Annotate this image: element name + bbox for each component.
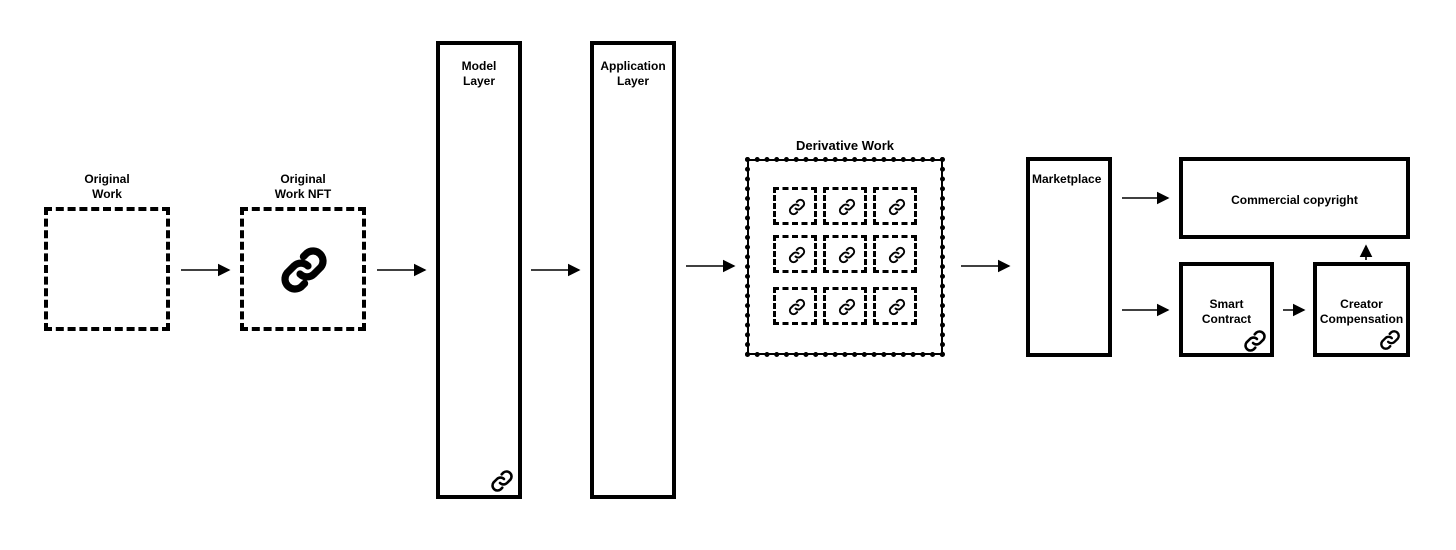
derivative-tile <box>773 187 817 225</box>
application-layer-box: Application Layer <box>590 41 676 499</box>
model-layer-label: Model Layer <box>461 59 497 88</box>
derivative-tile <box>773 235 817 273</box>
commercial-copyright-label: Commercial copyright <box>1231 193 1358 207</box>
derivative-tile <box>873 235 917 273</box>
original-work-nft-label: Original Work NFT <box>274 172 332 201</box>
original-work-label: Original Work <box>84 172 130 201</box>
derivative-tile <box>773 287 817 325</box>
application-layer-label: Application Layer <box>600 59 666 88</box>
smart-contract-label: Smart Contract <box>1201 297 1252 326</box>
original-work-nft-box <box>240 207 366 331</box>
marketplace-label: Marketplace <box>1032 172 1102 186</box>
derivative-tile <box>823 235 867 273</box>
derivative-work-box <box>745 157 945 357</box>
derivative-tile <box>823 187 867 225</box>
derivative-tile <box>873 287 917 325</box>
derivative-tile <box>823 287 867 325</box>
original-work-box <box>44 207 170 331</box>
commercial-copyright-box: Commercial copyright <box>1179 157 1410 239</box>
marketplace-box: Marketplace <box>1026 157 1112 357</box>
derivative-tile <box>873 187 917 225</box>
derivative-work-label: Derivative Work <box>795 138 895 153</box>
smart-contract-box: Smart Contract <box>1179 262 1274 357</box>
model-layer-box: Model Layer <box>436 41 522 499</box>
creator-compensation-label: Creator Compensation <box>1319 297 1404 326</box>
creator-compensation-box: Creator Compensation <box>1313 262 1410 357</box>
